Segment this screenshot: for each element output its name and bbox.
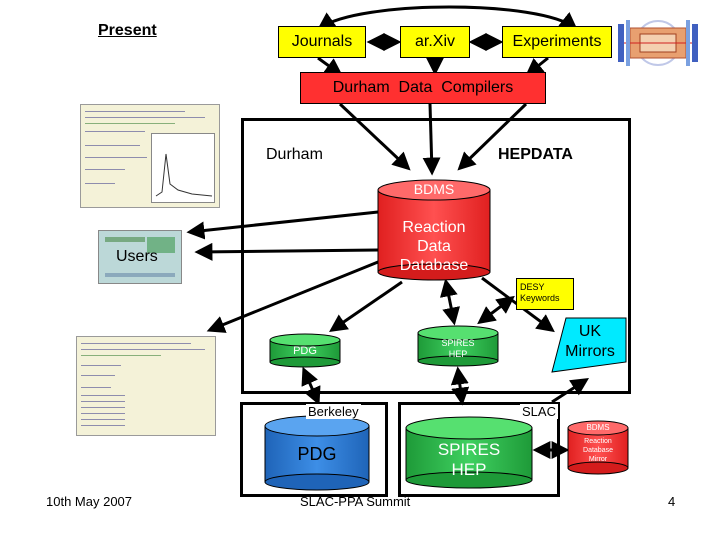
pdg-small-cylinder [269, 333, 341, 368]
pdg-large-cylinder [264, 415, 370, 491]
present-label: Present [98, 22, 157, 39]
spires-small-label: SPIRES HEP [441, 338, 475, 359]
uk-mirrors-label: UK Mirrors [565, 323, 615, 360]
pdg-small-label: PDG [293, 345, 317, 357]
users-thumbnail [98, 230, 182, 284]
bdms-mirror-header: BDMS [586, 423, 610, 432]
hepdata-label: HEPDATA [498, 146, 573, 163]
users-label: Users [116, 248, 158, 265]
desy-keywords-box: DESY Keywords [516, 278, 574, 310]
spires-large-cylinder [405, 416, 533, 489]
durham-label: Durham [266, 146, 323, 163]
bdms-mirror-body: Reaction Database Mirror [583, 438, 613, 463]
pdg-screenshot-thumbnail [76, 336, 216, 436]
spires-large-label: SPIRES HEP [437, 440, 501, 479]
desy-keywords-text: DESY Keywords [520, 282, 560, 303]
spires-small-cylinder [417, 325, 499, 367]
pdg-large-label: PDG [297, 444, 337, 464]
top-arc-arrow [317, 5, 578, 31]
bdms-mirror-cylinder [567, 420, 629, 475]
experiments-box: Experiments [502, 26, 612, 58]
bdms-header: BDMS [413, 181, 455, 197]
bdms-body: Reaction Data Database [399, 219, 469, 274]
arxiv-box: ar.Xiv [400, 26, 470, 58]
footer-page-number: 4 [668, 494, 676, 509]
experiment-detector-image [614, 16, 702, 70]
journals-box: Journals [278, 26, 366, 58]
durham-compilers-box: Durham Data Compilers [300, 72, 546, 104]
plot-thumbnail [155, 153, 213, 197]
footer-date: 10th May 2007 [46, 494, 133, 509]
bdms-database-cylinder [377, 179, 491, 281]
berkeley-label: Berkeley [306, 404, 361, 419]
uk-mirrors-shape [551, 317, 627, 373]
slac-label: SLAC [520, 404, 558, 419]
footer-event: SLAC-PPA Summit [300, 494, 411, 509]
hepdata-screenshot-thumbnail [80, 104, 220, 208]
